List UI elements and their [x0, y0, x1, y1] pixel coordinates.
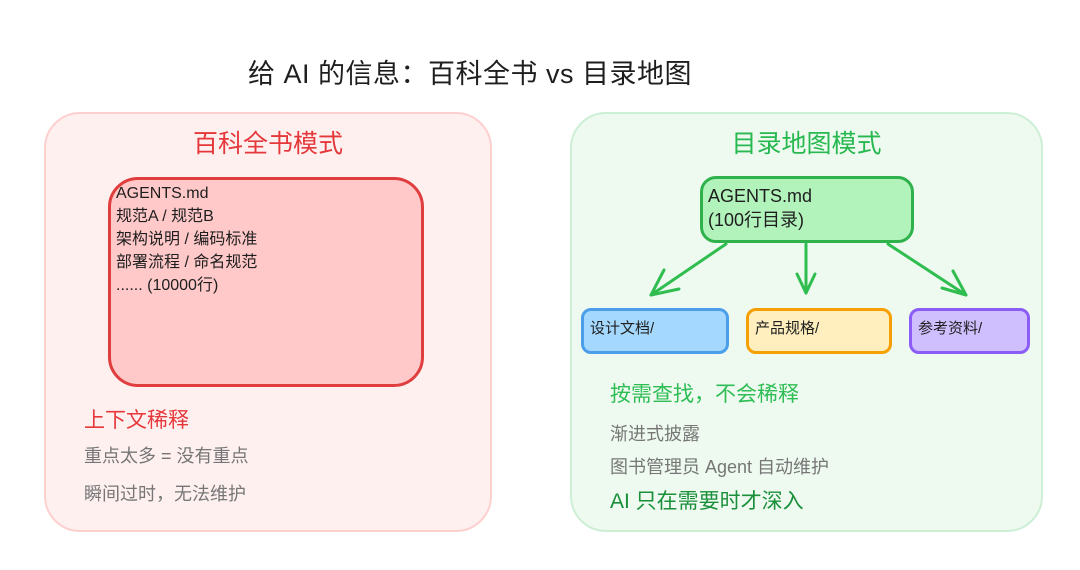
deep-dive-statement: AI 只在需要时才深入 [610, 490, 804, 513]
doc-line: 规范A / 规范B [116, 208, 214, 225]
left-note: 瞬间过时，无法维护 [84, 484, 246, 504]
agents-md-index-box [700, 176, 914, 243]
folder-product-specs: 产品规格/ [746, 308, 892, 354]
agents-md-name: AGENTS.md [708, 186, 813, 206]
folder-label: 产品规格/ [755, 320, 820, 337]
agents-md-monolith-box [108, 177, 424, 387]
agents-md-size: (100行目录) [708, 210, 805, 230]
doc-line: 架构说明 / 编码标准 [116, 231, 258, 248]
encyclopedia-panel-title: 百科全书模式 [192, 130, 343, 158]
left-note: 重点太多 = 没有重点 [84, 446, 249, 466]
doc-line: ...... (10000行) [116, 277, 219, 294]
right-note: 渐进式披露 [610, 424, 700, 444]
diagram-title: 给 AI 的信息：百科全书 vs 目录地图 [0, 52, 1080, 91]
folder-design-docs: 设计文档/ [581, 308, 729, 354]
agents-md-index-content: AGENTS.md (100行目录) [708, 184, 812, 232]
diagram-title-text: 给 AI 的信息：百科全书 vs 目录地图 [247, 59, 692, 89]
doc-line: 部署流程 / 命名规范 [116, 254, 258, 271]
folder-label: 参考资料/ [918, 320, 983, 337]
folder-reference: 参考资料/ [909, 308, 1030, 354]
right-note: 图书管理员 Agent 自动维护 [610, 457, 830, 477]
doc-line: AGENTS.md [116, 185, 209, 202]
map-panel-title: 目录地图模式 [731, 130, 882, 158]
on-demand-heading: 按需查找，不会稀释 [610, 383, 799, 406]
agents-md-monolith-content: AGENTS.md 规范A / 规范B 架构说明 / 编码标准 部署流程 / 命… [116, 182, 257, 297]
context-dilution-heading: 上下文稀释 [84, 409, 189, 432]
folder-label: 设计文档/ [590, 320, 655, 337]
